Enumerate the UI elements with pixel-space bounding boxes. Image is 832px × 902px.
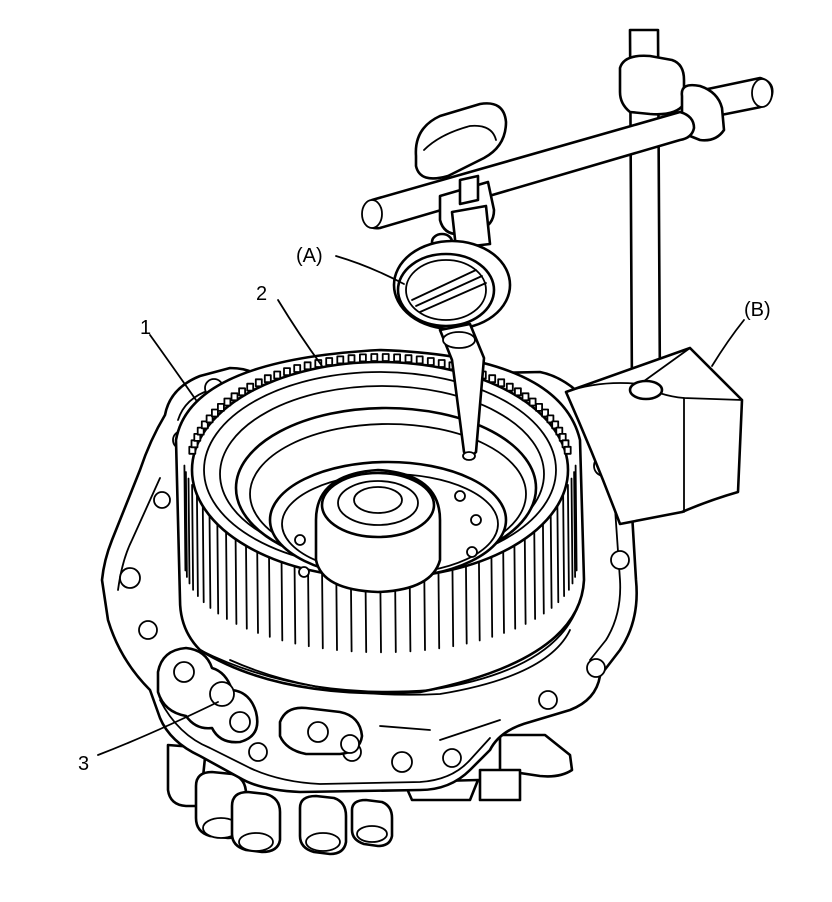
plate-tooth: [347, 354, 356, 364]
callout-leaders: [97, 255, 745, 756]
plate-tooth: [546, 414, 555, 424]
spline-groove: [187, 477, 191, 585]
plate-tooth: [541, 408, 549, 418]
clutch-drum-assembly: [174, 348, 586, 696]
magnetic-base: [564, 346, 744, 526]
plate-tooth: [200, 420, 209, 430]
plate-tooth: [336, 355, 345, 365]
spline-groove: [556, 496, 560, 604]
plate-tooth: [293, 364, 302, 373]
spline-groove: [570, 477, 574, 585]
spline-groove: [191, 484, 194, 591]
plate-tooth: [551, 420, 560, 430]
spline-groove: [216, 507, 220, 615]
callout-tool-b: (B): [744, 299, 771, 321]
case-lower-bosses: [166, 733, 574, 856]
plate-tooth: [514, 387, 522, 397]
leader-b: [711, 319, 745, 367]
plate-tooth: [325, 357, 334, 366]
spline-groove: [573, 471, 576, 578]
plate-tooth: [488, 374, 497, 384]
leader-a: [335, 255, 405, 285]
leader-1: [149, 334, 197, 401]
callout-part-2: 2: [256, 283, 267, 305]
spline-groove: [541, 507, 545, 615]
plate-tooth: [254, 378, 263, 388]
spline-groove: [549, 502, 553, 609]
plate-tooth: [521, 392, 530, 402]
callout-part-1: 1: [140, 317, 151, 339]
plate-tooth: [205, 414, 214, 424]
plate-tooth: [273, 370, 282, 380]
plate-tooth: [528, 397, 537, 407]
plate-tooth: [404, 354, 413, 364]
plate-tooth: [238, 387, 247, 397]
plate-tooth: [216, 402, 225, 412]
plate-tooth: [230, 392, 239, 402]
plate-tooth: [370, 353, 379, 362]
spline-groove: [196, 490, 199, 597]
plate-tooth: [303, 361, 312, 371]
plate-tooth: [283, 367, 291, 377]
plate-tooth: [196, 426, 205, 436]
plate-tooth: [437, 359, 446, 368]
plate-tooth: [210, 408, 219, 418]
spline-groove: [183, 464, 187, 572]
plate-tooth: [505, 382, 514, 392]
spline-groove: [208, 502, 212, 609]
plate-tooth: [535, 402, 543, 412]
leader-2: [277, 299, 323, 367]
spline-groove: [201, 496, 205, 604]
plate-tooth: [223, 397, 232, 407]
plate-tooth: [263, 374, 272, 384]
callout-tool-a: (A): [296, 245, 323, 267]
spline-groove: [185, 471, 188, 578]
case-oil-passage-bosses: [156, 646, 501, 756]
plate-tooth: [246, 382, 255, 392]
dial-gauge-face: [396, 252, 496, 328]
spline-groove: [567, 484, 570, 591]
plate-tooth: [426, 357, 435, 366]
dial-gauge: [392, 204, 512, 461]
leader-3: [97, 701, 219, 756]
hub-plate-holes: [294, 490, 482, 578]
plate-tooth: [381, 353, 390, 362]
plate-tooth: [563, 445, 572, 455]
clamp-knob: [414, 102, 508, 180]
plate-tooth: [358, 353, 367, 363]
plate-tooth: [393, 353, 402, 363]
spline-groove: [562, 490, 565, 597]
plate-tooth: [497, 378, 506, 388]
callout-part-3: 3: [78, 753, 89, 775]
spline-groove: [574, 464, 578, 572]
plate-tooth: [415, 355, 424, 365]
